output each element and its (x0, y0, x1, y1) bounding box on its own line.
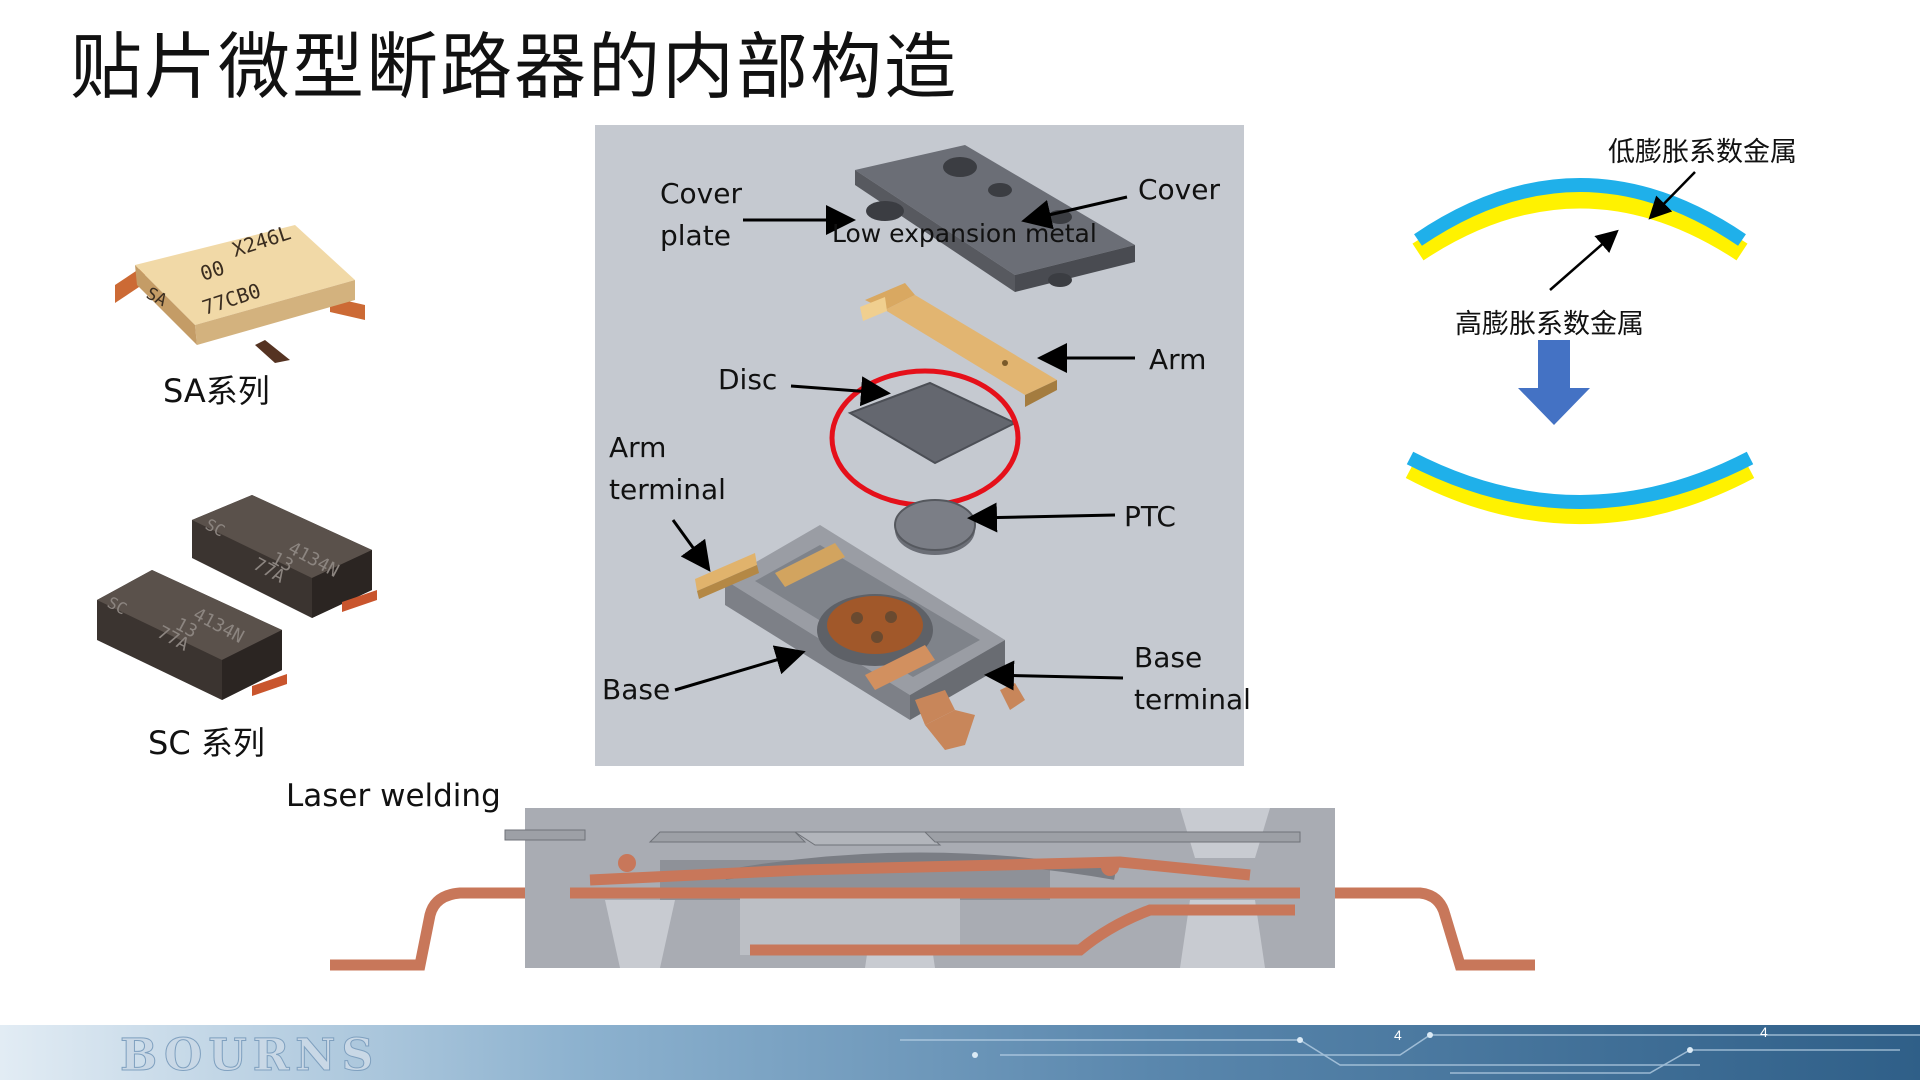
low-expansion-metal-cn-label: 低膨胀系数金属 (1608, 137, 1797, 168)
base-label: Base (602, 673, 671, 706)
low-expansion-metal-label: Low expansion metal (832, 219, 1097, 248)
sa-series-label: SA系列 (163, 372, 270, 410)
down-arrow-icon (1518, 340, 1590, 425)
page-number-secondary: 4 (1760, 1024, 1768, 1040)
base-terminal-shape (865, 645, 1025, 750)
base-terminal-label: Base terminal (1134, 641, 1251, 716)
laser-welding-label: Laser welding (286, 778, 501, 814)
bimetal-diagram (1390, 160, 1770, 530)
cross-section-diagram (320, 800, 1540, 985)
ptc-label: PTC (1124, 500, 1176, 533)
footer-bar (0, 1025, 1920, 1080)
base-shape (725, 525, 1005, 720)
high-expansion-metal-cn-label: 高膨胀系数金属 (1455, 309, 1644, 340)
page-title: 贴片微型断路器的内部构造 (70, 25, 959, 109)
exploded-view-panel: Cover plate Cover Low expansion metal Ar… (595, 125, 1251, 766)
cover-label: Cover (1138, 173, 1220, 206)
sc-series-photo: 4134N 13 SC 77A 4134N 13 SC 77A (92, 490, 382, 710)
sc-series-label: SC 系列 (148, 724, 265, 762)
arm-shape (860, 283, 1057, 407)
disc-shape (847, 381, 1018, 465)
cover-plate-label: Cover plate (660, 177, 742, 252)
arm-terminal-shape (695, 553, 759, 599)
arm-label: Arm (1149, 343, 1207, 376)
sa-series-photo: X246L 00 SA 77CB0 (115, 205, 375, 365)
cover-plate-shape (855, 145, 1135, 292)
disc-label: Disc (718, 363, 778, 396)
page-number: 4 (1394, 1027, 1402, 1043)
bourns-logo: BOURNS (119, 1030, 380, 1081)
arm-terminal-label: Arm terminal (609, 431, 726, 506)
ptc-shape (894, 499, 976, 555)
